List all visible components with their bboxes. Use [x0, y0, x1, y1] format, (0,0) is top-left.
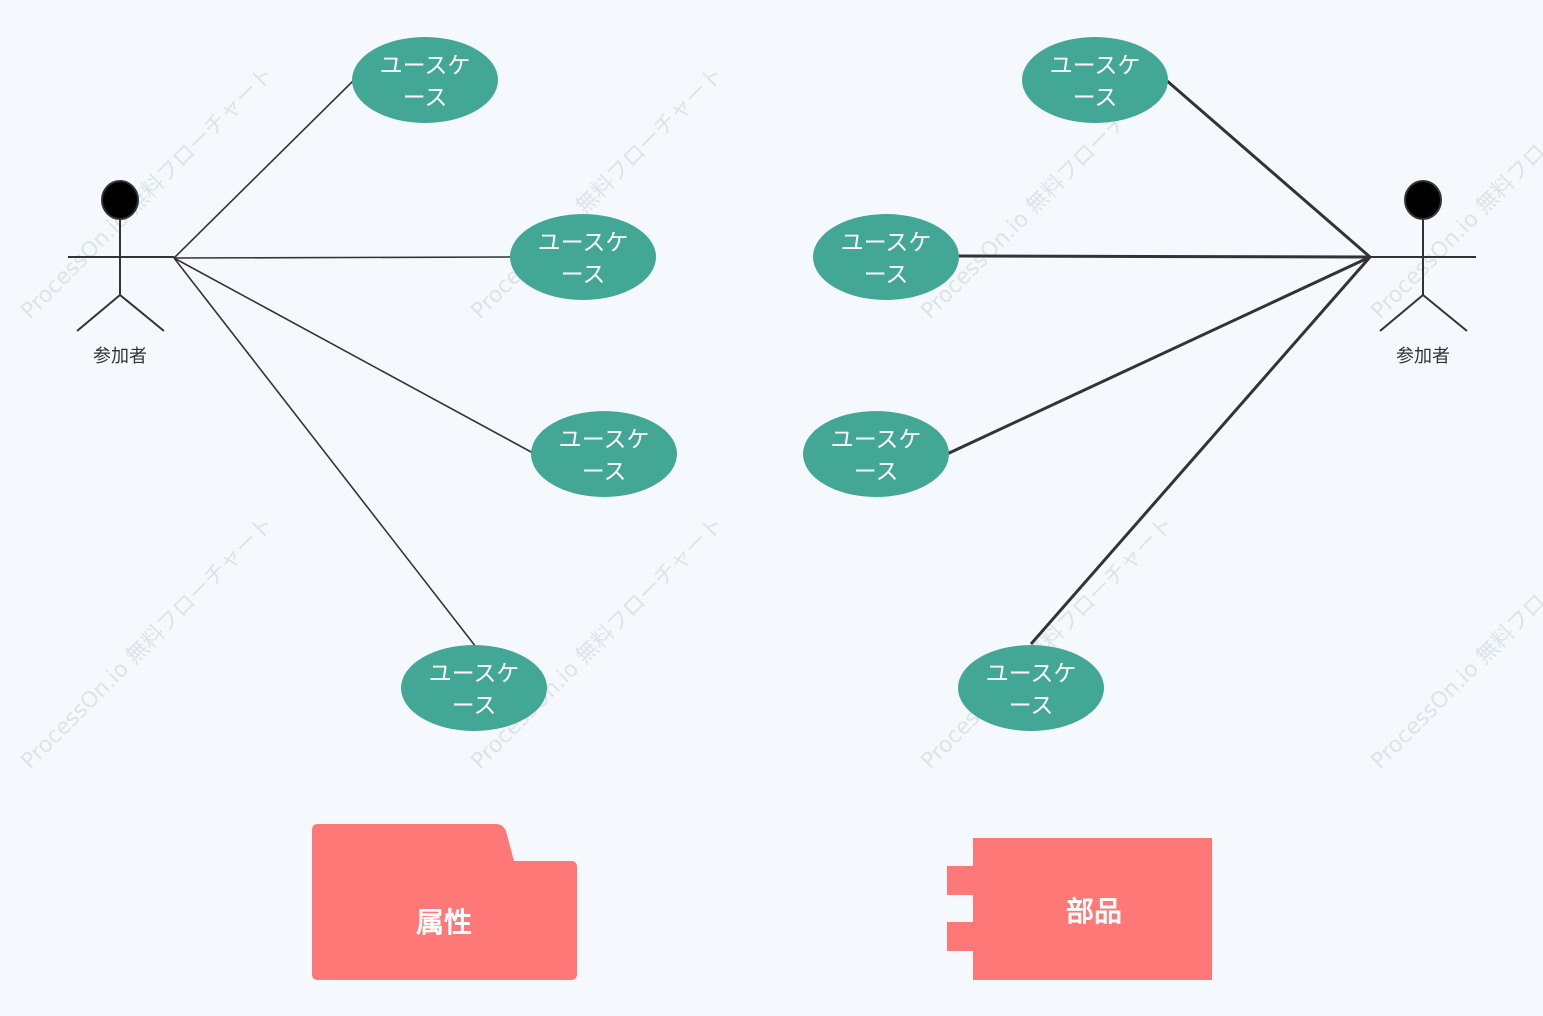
use-case[interactable]: ユースケ ース — [531, 411, 677, 497]
use-case-label: ース — [1009, 693, 1054, 719]
association-line — [173, 257, 477, 648]
component-icon — [947, 838, 1212, 980]
association-line — [1029, 256, 1372, 645]
use-case-label: ユースケ — [429, 661, 520, 687]
actor-label: 参加者 — [1396, 346, 1450, 367]
watermark: ProcessOn.io 無料フローチャート — [1367, 512, 1543, 774]
use-case-label: ユースケ — [1050, 53, 1141, 79]
right-actor[interactable]: 参加者 — [1370, 180, 1476, 367]
use-case[interactable]: ユースケ ース — [510, 214, 656, 300]
use-case-label: ース — [854, 459, 899, 485]
folder-package-icon — [312, 824, 577, 980]
use-case-label: ース — [403, 85, 448, 111]
use-case-label: ース — [864, 262, 909, 288]
association-line — [1165, 78, 1371, 259]
watermark: ProcessOn.io 無料フローチャート — [917, 512, 1179, 774]
stick-figure-icon — [68, 180, 174, 332]
association-line — [946, 255, 1371, 456]
use-case[interactable]: ユースケ ース — [352, 37, 498, 123]
package-shape[interactable]: 属性 — [312, 824, 577, 980]
watermark: ProcessOn.io 無料フローチャート — [467, 512, 729, 774]
watermark: ProcessOn.io 無料フローチャート — [1367, 62, 1543, 324]
left-connectors — [173, 79, 534, 648]
use-case[interactable]: ユースケ ース — [1022, 37, 1168, 123]
component-label: 部品 — [1066, 895, 1122, 928]
watermark: ProcessOn.io 無料フローチャート — [17, 512, 279, 774]
use-case[interactable]: ユースケ ース — [813, 214, 959, 300]
component-shape[interactable]: 部品 — [947, 838, 1212, 980]
use-case-label: ース — [582, 459, 627, 485]
use-case-label: ユースケ — [559, 427, 650, 453]
use-case-label: ース — [1073, 85, 1118, 111]
actor-label: 参加者 — [93, 346, 147, 367]
association-line — [173, 256, 513, 259]
use-case-label: ユースケ — [380, 53, 471, 79]
left-actor[interactable]: 参加者 — [68, 180, 174, 367]
right-connectors — [946, 78, 1372, 645]
use-case-label: ユースケ — [831, 427, 922, 453]
use-case-label: ユースケ — [538, 230, 629, 256]
package-label: 属性 — [416, 906, 472, 939]
use-case-label: ース — [452, 693, 497, 719]
association-line — [173, 257, 534, 454]
watermark-layer: ProcessOn.io 無料フローチャート ProcessOn.io 無料フロ… — [17, 62, 1543, 774]
use-case[interactable]: ユースケ ース — [803, 411, 949, 497]
use-case-label: ユースケ — [986, 661, 1077, 687]
association-line — [957, 254, 1371, 259]
association-line — [173, 79, 355, 259]
use-case[interactable]: ユースケ ース — [401, 645, 547, 731]
use-case-label: ース — [561, 262, 606, 288]
use-case-label: ユースケ — [841, 230, 932, 256]
use-case[interactable]: ユースケ ース — [958, 645, 1104, 731]
stick-figure-icon — [1370, 180, 1476, 332]
